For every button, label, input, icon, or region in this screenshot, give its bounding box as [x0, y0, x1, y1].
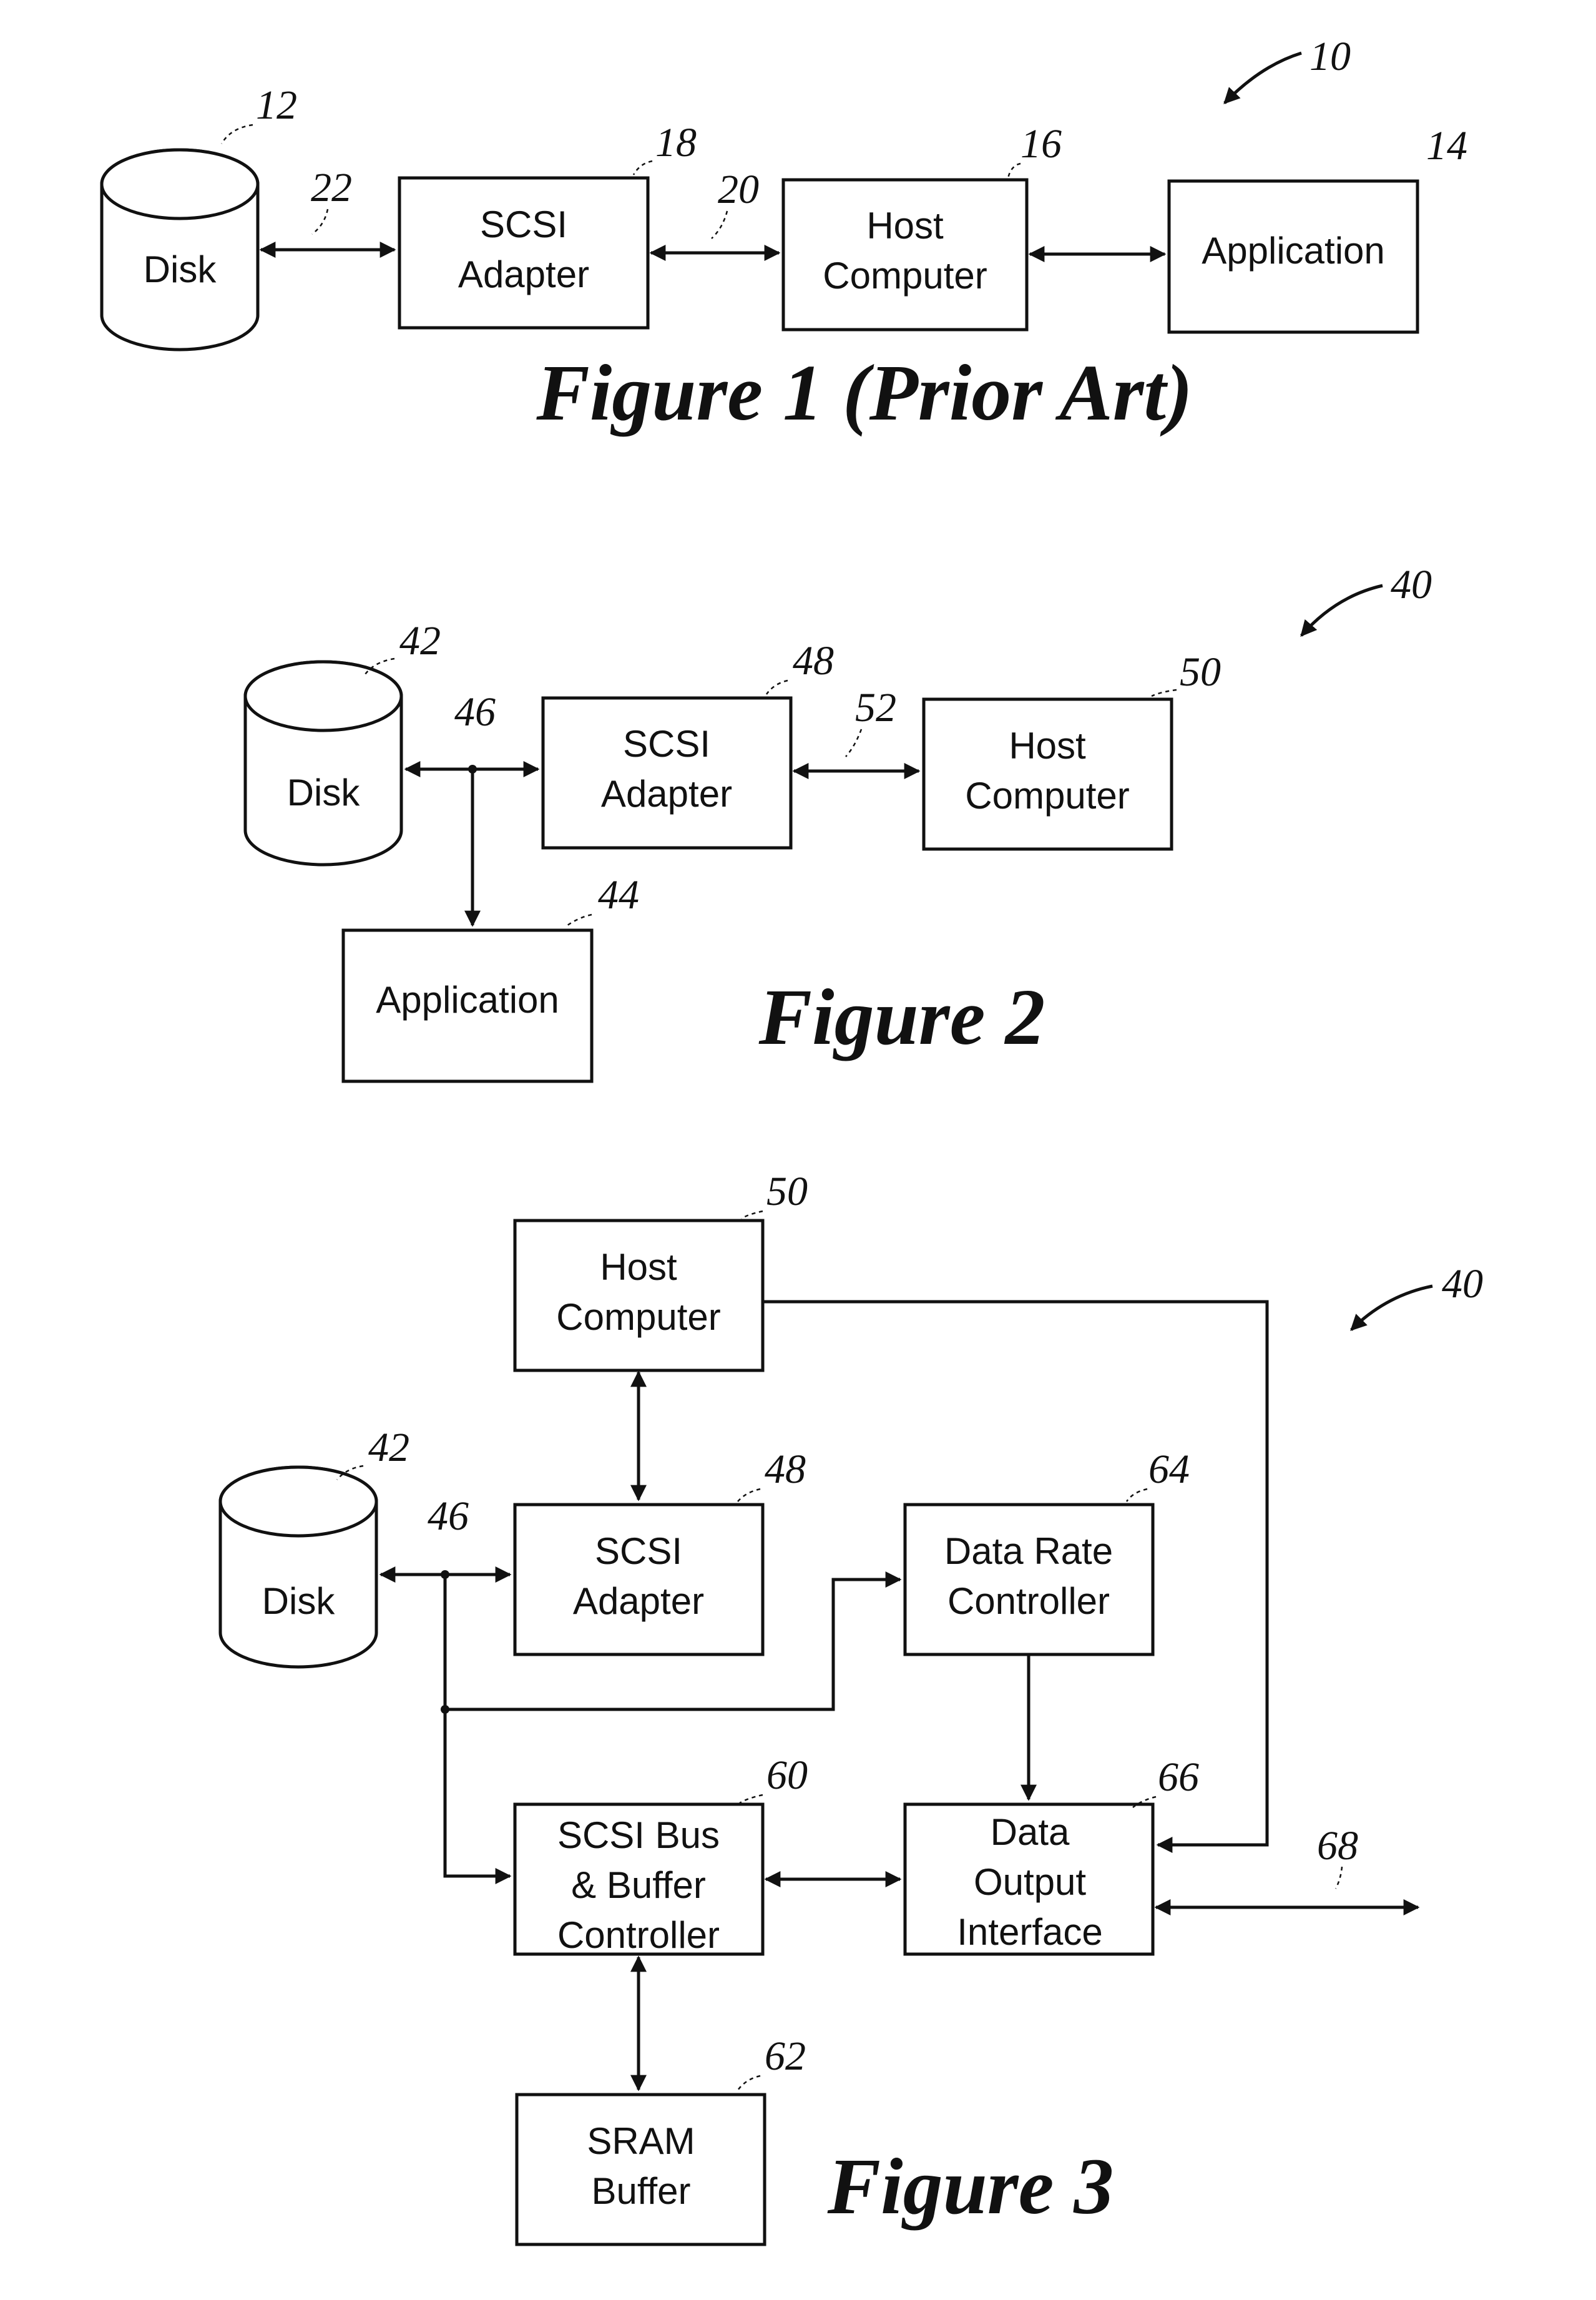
scsi-bus-buffer-controller-box: SCSI Bus & Buffer Controller: [513, 1802, 765, 1956]
sram-buffer-label-line1: SRAM: [587, 2120, 695, 2162]
data-output-interface-label-line2: Output: [974, 1861, 1086, 1903]
sram-buffer-label-line2: Buffer: [592, 2170, 691, 2212]
ref-16: 16: [1021, 121, 1062, 167]
ref-40-fig3: 40: [1442, 1261, 1483, 1307]
system-pointer-arrow-fig2: [1300, 584, 1383, 637]
figure-1: 10 Disk 12 SCSI Adapter 18 Host Computer…: [100, 34, 1467, 437]
ref-22-leader: [311, 209, 329, 235]
ref-48-fig2: 48: [793, 638, 834, 684]
scsi-bus-buffer-label-line3: Controller: [557, 1914, 720, 1956]
ref-46-fig2: 46: [454, 689, 496, 735]
scsi-adapter-label-line1-fig3: SCSI: [595, 1530, 682, 1572]
ref-42-leader-fig3: [336, 1465, 364, 1480]
disk-cylinder-fig3: Disk: [218, 1465, 378, 1669]
ref-18-leader: [632, 160, 653, 175]
ref-50-leader-fig2: [1151, 689, 1177, 697]
ref-42-leader-fig2: [365, 657, 395, 675]
ref-60-leader: [739, 1794, 763, 1804]
bus-to-data-rate-controller: [445, 1571, 902, 1711]
sram-buffer-box: SRAM Buffer: [515, 2093, 766, 2246]
host-computer-label-line2-fig3: Computer: [556, 1296, 720, 1338]
figure-1-caption: Figure 1 (Prior Art): [536, 348, 1192, 437]
application-label: Application: [1202, 230, 1385, 272]
ref-12: 12: [256, 82, 297, 128]
ref-10: 10: [1310, 34, 1351, 79]
application-box: Application: [1167, 179, 1419, 334]
ref-66-leader: [1132, 1796, 1157, 1808]
data-rate-controller-label-line2: Controller: [947, 1580, 1110, 1622]
ref-48-leader-fig2: [765, 679, 788, 695]
disk-cylinder-fig2: Disk: [243, 660, 403, 867]
figure-3: 40 Host Computer 50 Disk 42 SCSI Adapter…: [218, 1169, 1483, 2246]
disk-label: Disk: [144, 248, 217, 290]
disk-label-fig2: Disk: [287, 772, 361, 813]
ref-66: 66: [1158, 1754, 1199, 1800]
data-output-interface-label-line3: Interface: [957, 1911, 1102, 1953]
data-rate-controller-box: Data Rate Controller: [903, 1503, 1155, 1656]
host-computer-label-line1: Host: [866, 205, 944, 247]
ref-12-leader: [220, 124, 253, 144]
scsi-adapter-label-line2-fig3: Adapter: [573, 1580, 704, 1622]
figure-3-caption: Figure 3: [827, 2142, 1114, 2231]
scsi-bus-buffer-label-line1: SCSI Bus: [557, 1814, 720, 1856]
data-rate-controller-label-line1: Data Rate: [944, 1530, 1113, 1572]
ref-14: 14: [1426, 123, 1467, 169]
ref-52-fig2: 52: [855, 685, 896, 730]
figure-2-caption: Figure 2: [758, 973, 1045, 1061]
host-computer-label-line1-fig3: Host: [600, 1246, 677, 1288]
scsi-adapter-box: SCSI Adapter: [398, 176, 650, 330]
ref-50-fig3: 50: [766, 1169, 808, 1214]
scsi-adapter-label-line2-fig2: Adapter: [601, 773, 732, 815]
ref-42-fig2: 42: [399, 618, 441, 664]
scsi-adapter-label-line2: Adapter: [458, 253, 589, 295]
ref-62-leader: [737, 2075, 761, 2091]
data-output-interface-label-line1: Data: [991, 1811, 1070, 1853]
ref-50-leader-fig3: [741, 1210, 763, 1220]
host-computer-label-line1-fig2: Host: [1009, 725, 1086, 767]
ref-48-leader-fig3: [737, 1488, 761, 1502]
ref-48-fig3: 48: [765, 1447, 806, 1492]
ref-44-fig2: 44: [598, 872, 639, 918]
system-pointer-arrow-fig3: [1350, 1284, 1433, 1331]
ref-68: 68: [1317, 1823, 1358, 1869]
host-computer-box-fig3: Host Computer: [513, 1219, 765, 1372]
figure-2: 40 Disk 42 SCSI Adapter 48 Host Computer…: [243, 562, 1432, 1083]
application-box-fig2: Application: [341, 928, 594, 1083]
ref-50-fig2: 50: [1180, 649, 1221, 695]
application-label-fig2: Application: [376, 979, 559, 1021]
ref-46-fig3: 46: [428, 1493, 469, 1539]
bus-to-scsi-bus-buffer-controller: [443, 1709, 512, 1884]
ref-52-leader-fig2: [845, 729, 863, 757]
ref-18: 18: [655, 120, 697, 165]
scsi-adapter-label-line1-fig2: SCSI: [623, 723, 710, 765]
ref-62: 62: [765, 2033, 806, 2079]
host-computer-box-fig2: Host Computer: [922, 697, 1173, 851]
ref-42-fig3: 42: [368, 1425, 409, 1470]
ref-44-leader-fig2: [564, 913, 592, 928]
ref-16-leader: [1007, 162, 1021, 179]
host-computer-label-line2-fig2: Computer: [965, 775, 1129, 817]
data-output-interface-box: Data Output Interface: [903, 1802, 1155, 1956]
link-host-to-output-interface: [763, 1300, 1269, 1853]
host-computer-label-line2: Computer: [823, 255, 987, 297]
ref-22: 22: [311, 165, 352, 210]
disk-label-fig3: Disk: [262, 1580, 336, 1622]
ref-60: 60: [766, 1752, 808, 1798]
scsi-adapter-label-line1: SCSI: [480, 204, 567, 245]
ref-40-fig2: 40: [1391, 562, 1432, 607]
scsi-bus-buffer-label-line2: & Buffer: [571, 1864, 706, 1906]
scsi-adapter-box-fig3: SCSI Adapter: [513, 1503, 765, 1656]
ref-20: 20: [718, 167, 759, 212]
ref-20-leader: [711, 210, 728, 239]
ref-68-leader: [1334, 1866, 1343, 1889]
host-computer-box: Host Computer: [781, 178, 1029, 332]
disk-cylinder: Disk: [100, 148, 260, 351]
ref-64: 64: [1148, 1447, 1190, 1492]
scsi-adapter-box-fig2: SCSI Adapter: [541, 696, 793, 850]
ref-64-leader: [1125, 1488, 1148, 1502]
system-pointer-arrow: [1223, 51, 1302, 104]
